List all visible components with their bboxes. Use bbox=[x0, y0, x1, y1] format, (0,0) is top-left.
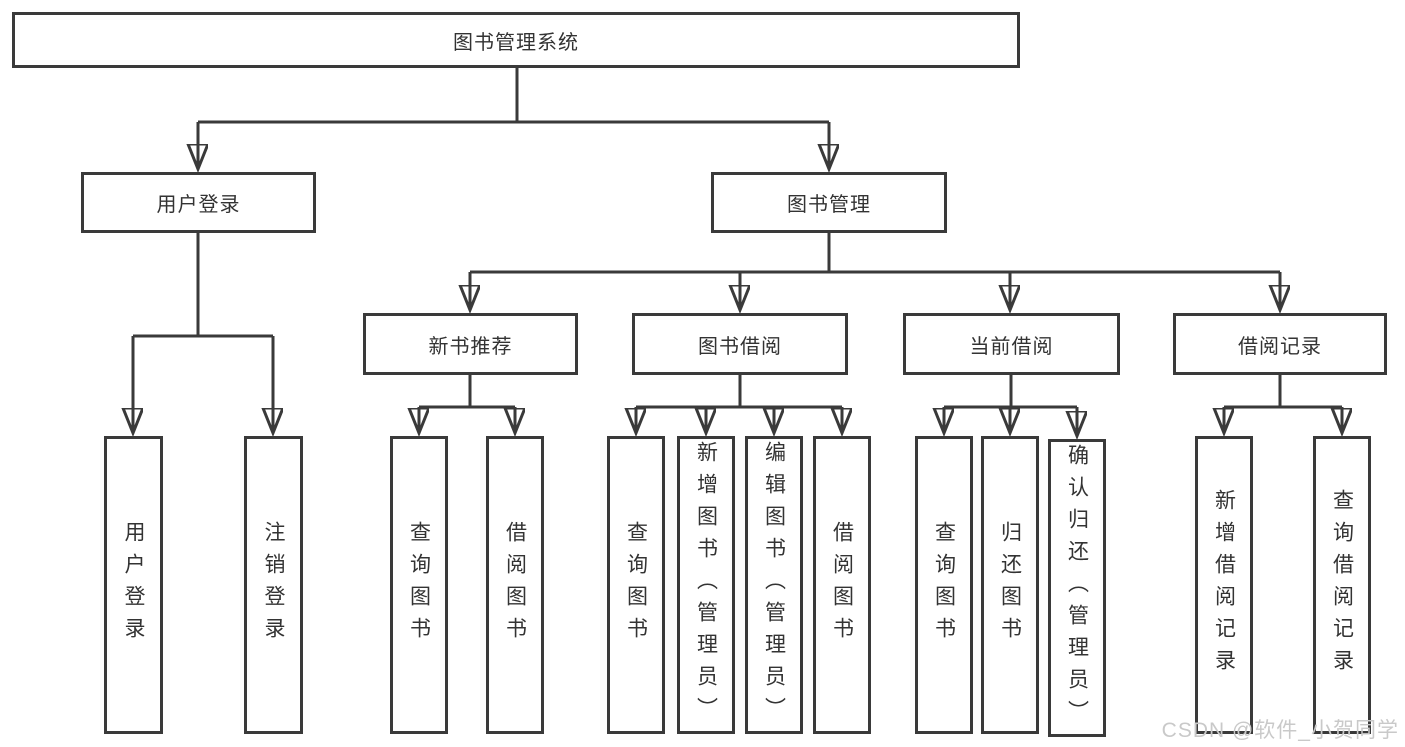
leaf-bb-edit-books-admin-label: 编辑图书（管理员） bbox=[762, 441, 786, 729]
leaf-bb-query-books: 查询图书 bbox=[607, 436, 665, 734]
leaf-cb-query-books-label: 查询图书 bbox=[932, 521, 956, 649]
leaf-logout: 注销登录 bbox=[244, 436, 303, 734]
leaf-cb-confirm-return-admin: 确认归还（管理员） bbox=[1048, 439, 1106, 737]
leaf-cb-return-books-label: 归还图书 bbox=[998, 521, 1022, 649]
node-book-borrowing-label: 图书借阅 bbox=[698, 335, 782, 358]
node-root-system-label: 图书管理系统 bbox=[453, 31, 579, 54]
leaf-user-login: 用户登录 bbox=[104, 436, 163, 734]
node-book-management-label: 图书管理 bbox=[787, 194, 871, 216]
leaf-br-add-record: 新增借阅记录 bbox=[1195, 436, 1253, 734]
leaf-cb-query-books: 查询图书 bbox=[915, 436, 973, 734]
leaf-bb-edit-books-admin: 编辑图书（管理员） bbox=[745, 436, 803, 734]
node-borrowing-records: 借阅记录 bbox=[1173, 313, 1387, 375]
leaf-cb-return-books: 归还图书 bbox=[981, 436, 1039, 734]
edge-current-borrow-trunk bbox=[944, 375, 1077, 409]
csdn-watermark: CSDN @软件_小贺同学 bbox=[1161, 719, 1399, 742]
edge-new-book-trunk bbox=[419, 375, 515, 409]
node-root-system: 图书管理系统 bbox=[12, 12, 1020, 68]
node-user-login-label: 用户登录 bbox=[156, 194, 241, 216]
node-book-borrowing: 图书借阅 bbox=[632, 313, 848, 375]
edge-root-trunk bbox=[198, 68, 829, 124]
leaf-br-query-record-label: 查询借阅记录 bbox=[1330, 489, 1354, 681]
leaf-nb-query-books-label: 查询图书 bbox=[407, 521, 431, 649]
node-borrowing-records-label: 借阅记录 bbox=[1238, 335, 1322, 358]
node-current-borrowing-label: 当前借阅 bbox=[969, 335, 1054, 358]
edge-book-borrow-trunk bbox=[636, 375, 842, 409]
leaf-logout-label: 注销登录 bbox=[262, 521, 285, 649]
leaf-bb-query-books-label: 查询图书 bbox=[624, 521, 648, 649]
leaf-bb-add-books-admin-label: 新增图书（管理员） bbox=[694, 441, 718, 729]
leaf-nb-query-books: 查询图书 bbox=[390, 436, 448, 734]
leaf-user-login-label: 用户登录 bbox=[122, 521, 145, 649]
edge-borrow-records-trunk bbox=[1224, 375, 1342, 409]
leaf-br-query-record: 查询借阅记录 bbox=[1313, 436, 1371, 734]
leaf-bb-borrow-books-label: 借阅图书 bbox=[830, 521, 854, 649]
edge-user-login-trunk bbox=[133, 233, 273, 338]
node-new-book-recommend-label: 新书推荐 bbox=[428, 335, 513, 358]
edge-book-management-trunk bbox=[470, 233, 1280, 274]
leaf-nb-borrow-books-label: 借阅图书 bbox=[503, 521, 527, 649]
leaf-bb-add-books-admin: 新增图书（管理员） bbox=[677, 436, 735, 734]
node-current-borrowing: 当前借阅 bbox=[903, 313, 1120, 375]
leaf-br-add-record-label: 新增借阅记录 bbox=[1212, 489, 1236, 681]
node-new-book-recommend: 新书推荐 bbox=[363, 313, 578, 375]
leaf-cb-confirm-return-admin-label: 确认归还（管理员） bbox=[1065, 444, 1089, 732]
node-user-login: 用户登录 bbox=[81, 172, 316, 233]
leaf-nb-borrow-books: 借阅图书 bbox=[486, 436, 544, 734]
node-book-management: 图书管理 bbox=[711, 172, 947, 233]
leaf-bb-borrow-books: 借阅图书 bbox=[813, 436, 871, 734]
